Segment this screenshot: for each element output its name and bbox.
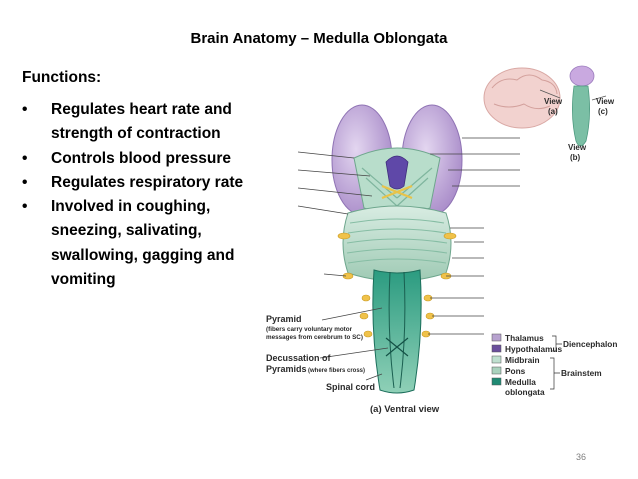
function-item: • Controls blood pressure — [22, 147, 267, 171]
decussation-note: (where fibers cross) — [308, 368, 365, 374]
legend: Thalamus Hypothalamus Midbrain Pons Medu… — [491, 333, 617, 397]
view-a-letter: (a) — [548, 107, 558, 116]
pyramid-note-2: messages from cerebrum to SC) — [266, 334, 363, 341]
function-text: Controls blood pressure — [51, 149, 231, 167]
pons — [342, 205, 452, 282]
legend-hypothalamus: Hypothalamus — [505, 344, 563, 354]
hypothalamus — [385, 155, 409, 190]
brainstem-illustration: View (a) View (c) View (b) — [266, 65, 617, 415]
legend-medulla-2: oblongata — [505, 387, 545, 397]
bullet-icon: • — [22, 198, 28, 216]
legend-midbrain: Midbrain — [505, 355, 540, 365]
function-item: • Involved in coughing, sneezing, saliva… — [22, 195, 267, 292]
function-item: • Regulates heart rate and strength of c… — [22, 98, 267, 147]
legend-thalamus: Thalamus — [505, 333, 544, 343]
functions-heading: Functions: — [22, 69, 102, 86]
function-text: Regulates heart rate and strength of con… — [51, 101, 232, 143]
slide-title: Brain Anatomy – Medulla Oblongata — [190, 30, 448, 47]
page-number: 36 — [576, 452, 587, 462]
view-a-label: View — [544, 97, 563, 106]
inset-brain — [483, 65, 607, 147]
function-item: • Regulates respiratory rate — [22, 171, 267, 195]
pyramid-note-1: (fibers carry voluntary motor — [266, 326, 353, 333]
medulla-oblongata — [372, 269, 422, 394]
decussation-label-2: Pyramids — [266, 364, 307, 374]
function-text: Involved in coughing, sneezing, salivati… — [51, 198, 235, 289]
view-b-label: View — [568, 143, 587, 152]
legend-swatch-thalamus — [491, 333, 502, 342]
view-c-label: View — [596, 97, 615, 106]
legend-swatch-pons — [491, 366, 502, 375]
pyramid-label: Pyramid — [266, 314, 302, 324]
legend-swatch-midbrain — [491, 355, 502, 364]
decussation-label-1: Decussation of — [266, 353, 332, 363]
legend-swatch-medulla — [491, 377, 502, 386]
legend-swatch-hypothalamus — [491, 344, 502, 353]
bullet-icon: • — [22, 173, 28, 191]
figure-caption: (a) Ventral view — [370, 404, 440, 415]
legend-pons: Pons — [505, 366, 526, 376]
legend-diencephalon: Diencephalon — [563, 339, 617, 349]
legend-brainstem: Brainstem — [561, 368, 602, 378]
spinal-cord-label: Spinal cord — [326, 382, 375, 392]
legend-medulla-1: Medulla — [505, 377, 536, 387]
function-text: Regulates respiratory rate — [51, 173, 244, 191]
bullet-icon: • — [22, 149, 28, 167]
bullet-icon: • — [22, 101, 28, 118]
brainstem-figure: View (a) View (c) View (b) — [262, 58, 622, 418]
view-c-letter: (c) — [598, 107, 608, 116]
functions-list: • Regulates heart rate and strength of c… — [22, 98, 267, 292]
view-b-letter: (b) — [570, 153, 581, 162]
